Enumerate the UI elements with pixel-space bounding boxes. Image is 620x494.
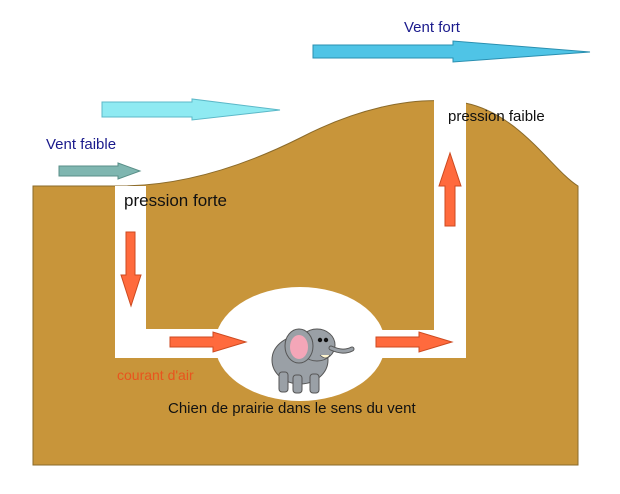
burrow-tunnel-exit <box>370 100 466 358</box>
strong-wind-label: Vent fort <box>404 19 460 36</box>
air-current-label: courant d'air <box>117 367 194 383</box>
air-flow-arrow-up <box>438 151 462 227</box>
medium-wind-arrow <box>101 98 281 121</box>
air-flow-arrow-down <box>120 231 142 308</box>
burrow-tunnel <box>115 186 230 358</box>
diagram-caption: Chien de prairie dans le sens du vent <box>168 400 416 417</box>
low-pressure-label: pression faible <box>448 108 545 125</box>
elephant-icon <box>271 328 355 394</box>
air-flow-arrow-right-1 <box>169 331 248 353</box>
weak-wind-label: Vent faible <box>46 136 117 153</box>
air-flow-arrow-right-2 <box>375 331 454 353</box>
high-pressure-label: pression forte <box>124 191 227 210</box>
weak-wind-arrow <box>58 162 142 180</box>
strong-wind-arrow <box>312 40 591 63</box>
